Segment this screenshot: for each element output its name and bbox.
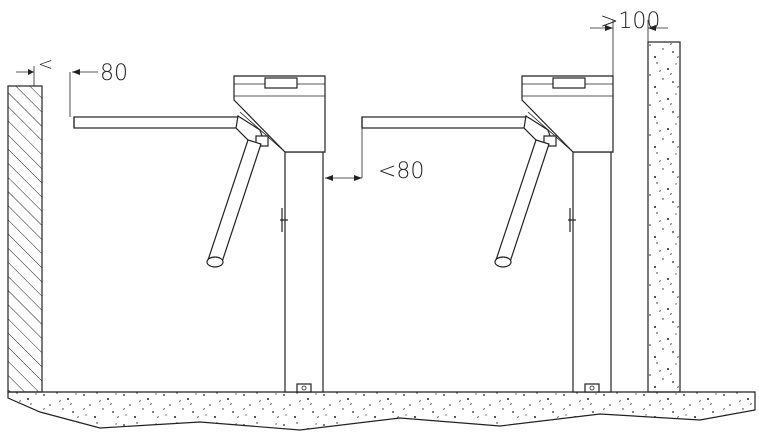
dimension-between-units-label: <80 [378,159,424,184]
turnstile-left-horizontal-arm [73,116,239,129]
turnstile-right-head [521,75,614,153]
turnstile-right-horizontal-arm [361,116,527,129]
dimension-wall-gap-label: < [38,54,53,75]
turnstile-left [73,75,326,393]
turnstile-left-base-plate [296,383,312,393]
dimension-arm-offset: 80 [69,61,128,117]
dimension-wall-gap: < [16,54,53,86]
left-wall [7,85,43,393]
dimension-right-wall-gap: >100 [590,9,668,76]
turnstile-right-handle [568,208,576,232]
turnstile-right-diagonal-arm [494,139,550,268]
turnstile-left-post [284,151,324,393]
dimension-right-wall-gap-label: >100 [600,9,660,34]
right-pillar [647,41,681,393]
floor-slab [7,391,756,431]
turnstile-right-post [572,151,612,393]
turnstile-left-diagonal-arm [206,139,262,268]
dimension-arm-offset-label: 80 [100,61,128,86]
turnstile-right-base-plate [584,383,600,393]
turnstile-left-handle [280,208,288,232]
turnstile-left-head [233,75,326,153]
turnstile-right [361,75,614,393]
dimension-between-units: <80 [325,128,424,184]
